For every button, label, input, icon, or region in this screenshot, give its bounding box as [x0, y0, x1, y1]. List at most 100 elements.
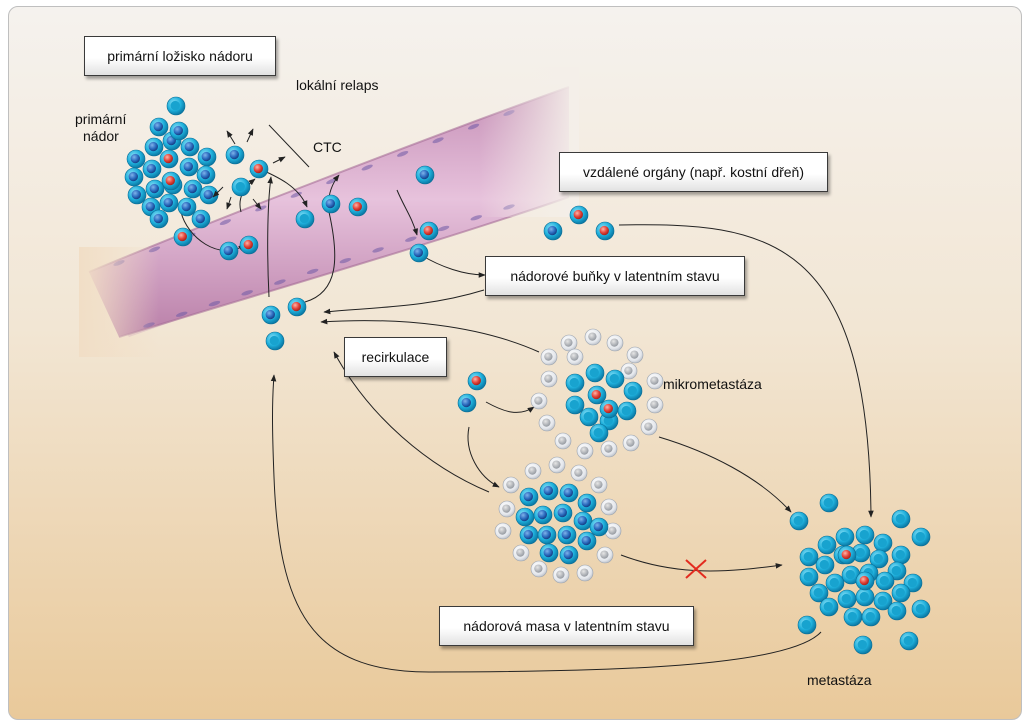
grey-cell [540, 370, 558, 388]
grey-cell [540, 348, 558, 366]
cyan-cell [869, 549, 889, 569]
red-cell [159, 149, 179, 169]
cyan-cell [873, 591, 893, 611]
red-cell [348, 197, 368, 217]
blue-cell [149, 117, 169, 137]
cyan-cell [855, 587, 875, 607]
blue-cell [149, 209, 169, 229]
grey-cell [530, 392, 548, 410]
grey-cell [626, 346, 644, 364]
blue-cell [533, 505, 553, 525]
red-cell [173, 227, 193, 247]
cyan-cell [887, 601, 907, 621]
red-cell [467, 371, 487, 391]
cyan-cell [166, 96, 186, 116]
cyan-cell [873, 533, 893, 553]
cyan-cell [861, 607, 881, 627]
cyan-cell [891, 509, 911, 529]
cyan-cell [899, 631, 919, 651]
primary-tumor-label-line2: nádor [83, 128, 119, 144]
cyan-cell [797, 615, 817, 635]
blue-cell [577, 493, 597, 513]
metastasis-label: metastáza [807, 672, 872, 688]
red-cell [599, 399, 619, 419]
cyan-cell [841, 565, 861, 585]
red-cell [419, 221, 439, 241]
grey-cell [600, 498, 618, 516]
red-cell [837, 545, 857, 565]
blue-cell [127, 185, 147, 205]
cyan-cell [891, 545, 911, 565]
blue-cell [515, 507, 535, 527]
blocked-cross [685, 559, 707, 579]
red-cell [569, 205, 589, 225]
blue-cell [589, 517, 609, 537]
blue-cell [537, 525, 557, 545]
blue-cell [573, 511, 593, 531]
cyan-cell [231, 177, 251, 197]
blue-cell [577, 531, 597, 551]
blue-cell [196, 165, 216, 185]
grey-cell [548, 456, 566, 474]
red-cell [239, 235, 259, 255]
recirculation-box: recirkulace [344, 337, 447, 377]
blue-cell [539, 543, 559, 563]
grey-cell [554, 432, 572, 450]
cyan-cell [589, 423, 609, 443]
grey-cell [570, 464, 588, 482]
cyan-cell [579, 407, 599, 427]
blue-cell [543, 221, 563, 241]
cyan-cell [891, 583, 911, 603]
cyan-cell [617, 401, 637, 421]
blue-cell [144, 137, 164, 157]
grey-cell [538, 414, 556, 432]
cyan-cell [799, 547, 819, 567]
blue-cell [169, 121, 189, 141]
red-cell [161, 171, 181, 191]
grey-cell [622, 434, 640, 452]
grey-cell [646, 372, 664, 390]
blue-cell [142, 159, 162, 179]
grey-cell [596, 546, 614, 564]
grey-cell [524, 462, 542, 480]
grey-cell [502, 476, 520, 494]
grey-cell [584, 328, 602, 346]
distant-organs-box: vzdálené orgány (např. kostní dřeň) [559, 152, 828, 192]
cyan-cell [809, 583, 829, 603]
ctc-label: CTC [313, 139, 342, 155]
micrometastasis-label: mikrometastáza [663, 376, 762, 392]
red-cell [587, 385, 607, 405]
grey-cell [640, 418, 658, 436]
blue-cell [559, 483, 579, 503]
grey-cell [606, 334, 624, 352]
blue-cell [415, 165, 435, 185]
blue-cell [409, 243, 429, 263]
grey-cell [512, 544, 530, 562]
cyan-cell [853, 635, 873, 655]
cyan-cell [835, 527, 855, 547]
grey-cell [576, 564, 594, 582]
blue-cell [519, 487, 539, 507]
cyan-cell [295, 209, 315, 229]
grey-cell [552, 566, 570, 584]
arrows [180, 124, 874, 673]
blue-cell [145, 179, 165, 199]
blue-cell [180, 137, 200, 157]
cyan-cell [565, 373, 585, 393]
blue-cell [177, 197, 197, 217]
blue-cell [191, 209, 211, 229]
cyan-cell [911, 527, 931, 547]
dormant-cells-box: nádorové buňky v latentním stavu [485, 256, 745, 296]
cyan-cell [819, 493, 839, 513]
blue-cell [219, 241, 239, 261]
blue-cell [559, 545, 579, 565]
red-cell [287, 297, 307, 317]
cyan-cell [851, 543, 871, 563]
blue-cell [519, 525, 539, 545]
blue-cell [159, 193, 179, 213]
blue-cell [557, 525, 577, 545]
cyan-cell [565, 395, 585, 415]
red-cell [249, 159, 269, 179]
red-cell [855, 571, 875, 591]
cyan-cell [605, 369, 625, 389]
